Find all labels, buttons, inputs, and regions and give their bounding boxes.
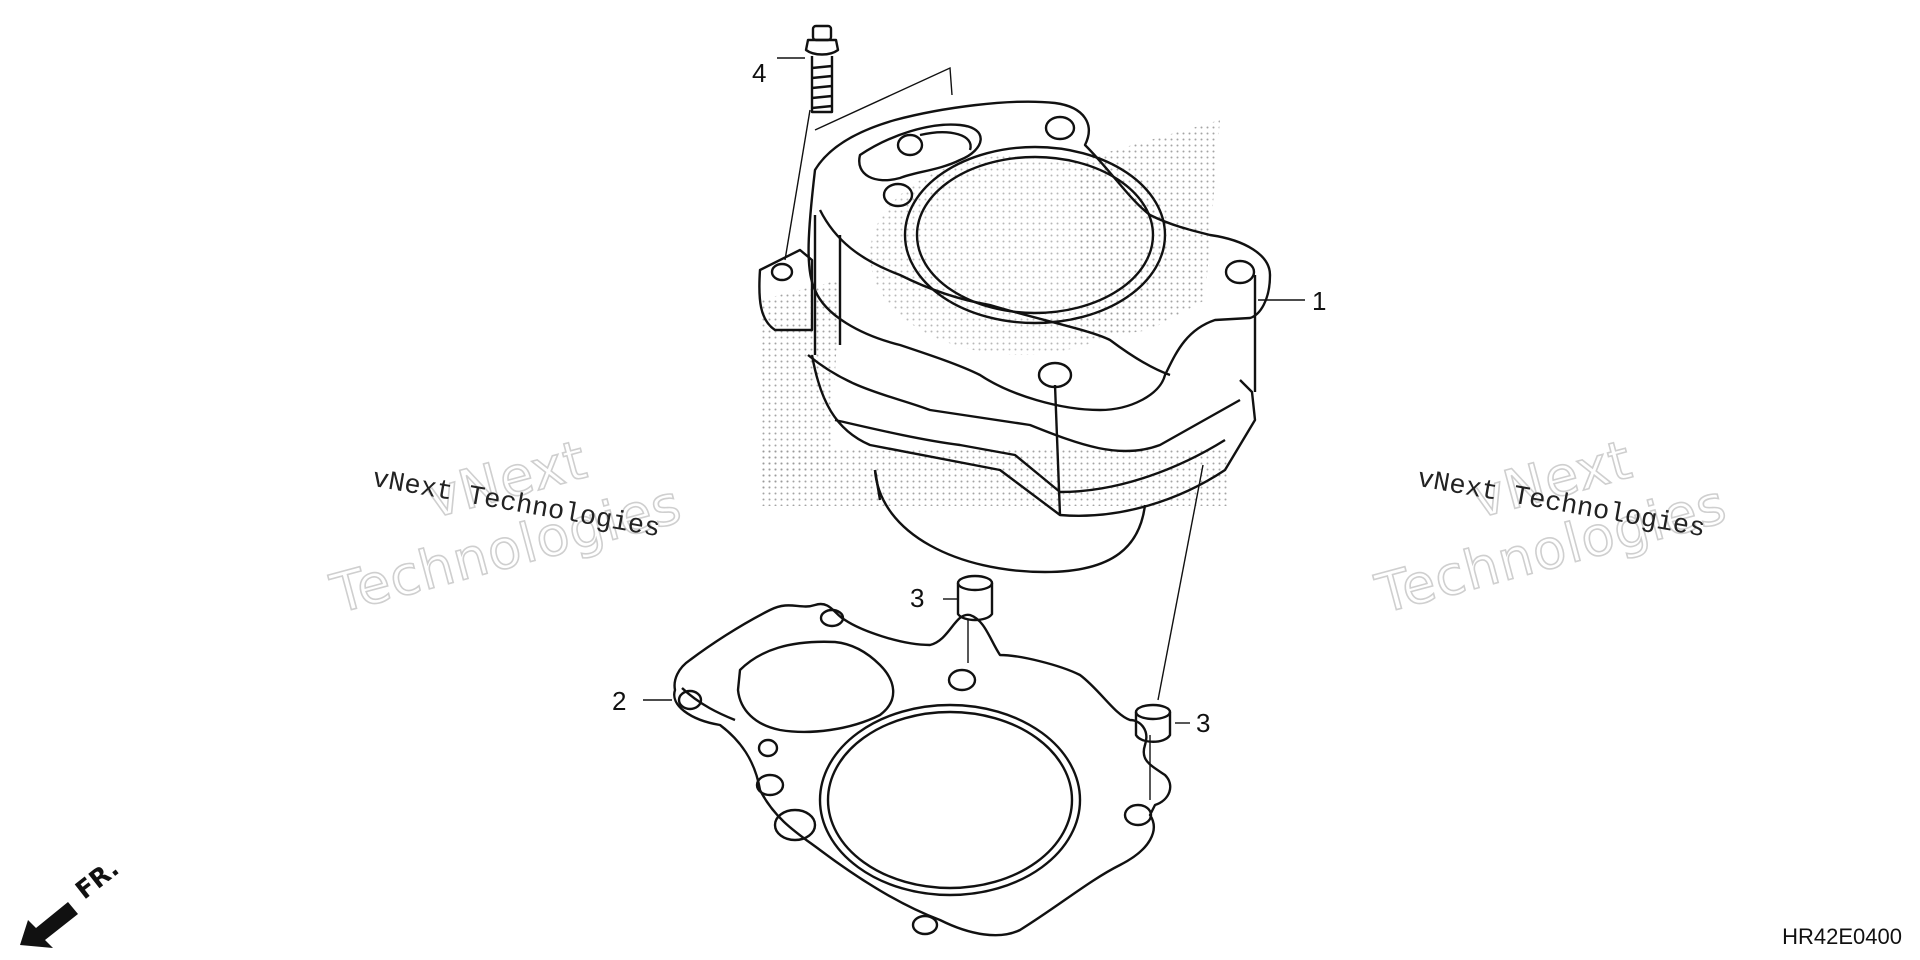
- leader-lines: [643, 57, 1305, 800]
- diagram-code: HR42E0400: [1782, 924, 1902, 949]
- dowel-pin-upper[interactable]: [956, 574, 994, 622]
- callout-dowel-lower: 3: [1196, 708, 1211, 738]
- flange-bolt[interactable]: [804, 24, 840, 114]
- callout-bolt: 4: [752, 58, 767, 88]
- cylinder-gasket[interactable]: [673, 602, 1172, 937]
- cylinder-block[interactable]: [758, 100, 1272, 574]
- callout-cylinder: 1: [1312, 286, 1327, 316]
- front-direction-arrow-icon: [20, 902, 78, 948]
- callout-dowel-upper: 3: [910, 583, 925, 613]
- dowel-pin-lower[interactable]: [1134, 703, 1172, 743]
- shading-stipple: [760, 120, 1230, 506]
- callout-gasket: 2: [612, 686, 627, 716]
